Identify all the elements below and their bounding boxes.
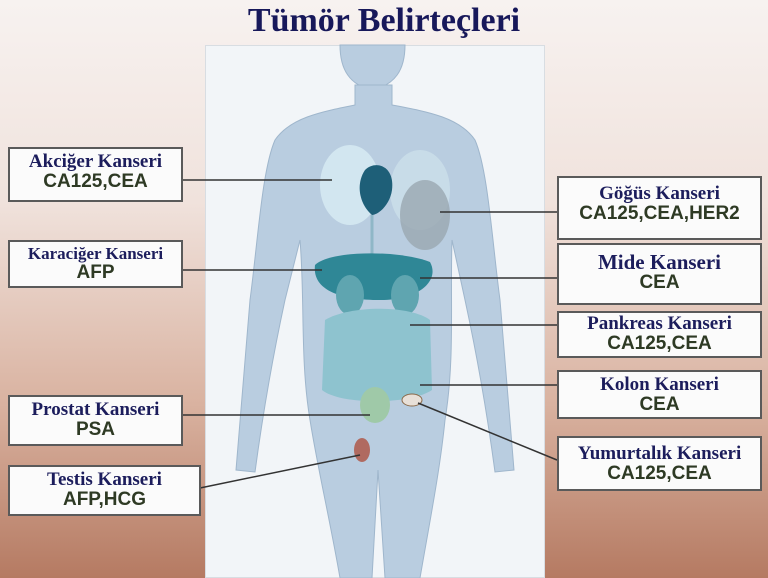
marker-list: CA125,CEA,HER2 bbox=[579, 202, 740, 224]
marker-list: AFP bbox=[76, 261, 115, 283]
connector-lines bbox=[182, 179, 558, 489]
marker-list: PSA bbox=[75, 418, 116, 440]
cancer-name: Testis Kanseri bbox=[47, 469, 162, 490]
cancer-name: Karaciğer Kanseri bbox=[27, 244, 164, 263]
ovary bbox=[401, 393, 423, 407]
marker-list: CEA bbox=[639, 272, 680, 294]
heart bbox=[359, 165, 393, 215]
cancer-name: Akciğer Kanseri bbox=[28, 151, 163, 172]
prostate bbox=[360, 387, 390, 423]
marker-list: CA125,CEA bbox=[607, 332, 712, 354]
cancer-name: Mide Kanseri bbox=[597, 250, 722, 274]
cancer-name: Yumurtalık Kanseri bbox=[577, 443, 742, 464]
marker-list: CA125,CEA bbox=[607, 462, 712, 484]
cancer-name: Kolon Kanseri bbox=[600, 374, 719, 395]
marker-list: CA125,CEA bbox=[43, 170, 148, 192]
organs bbox=[314, 145, 450, 462]
cancer-name: Prostat Kanseri bbox=[31, 399, 160, 420]
intestines bbox=[322, 308, 432, 402]
cancer-name: Pankreas Kanseri bbox=[587, 313, 732, 334]
marker-list: AFP,HCG bbox=[62, 488, 147, 510]
testis bbox=[354, 438, 370, 462]
breast-tumor bbox=[400, 180, 450, 250]
diagram-title: Tümör Belirteçleri bbox=[247, 2, 521, 39]
cancer-name: Göğüs Kanseri bbox=[599, 183, 720, 204]
marker-list: CEA bbox=[639, 393, 680, 415]
